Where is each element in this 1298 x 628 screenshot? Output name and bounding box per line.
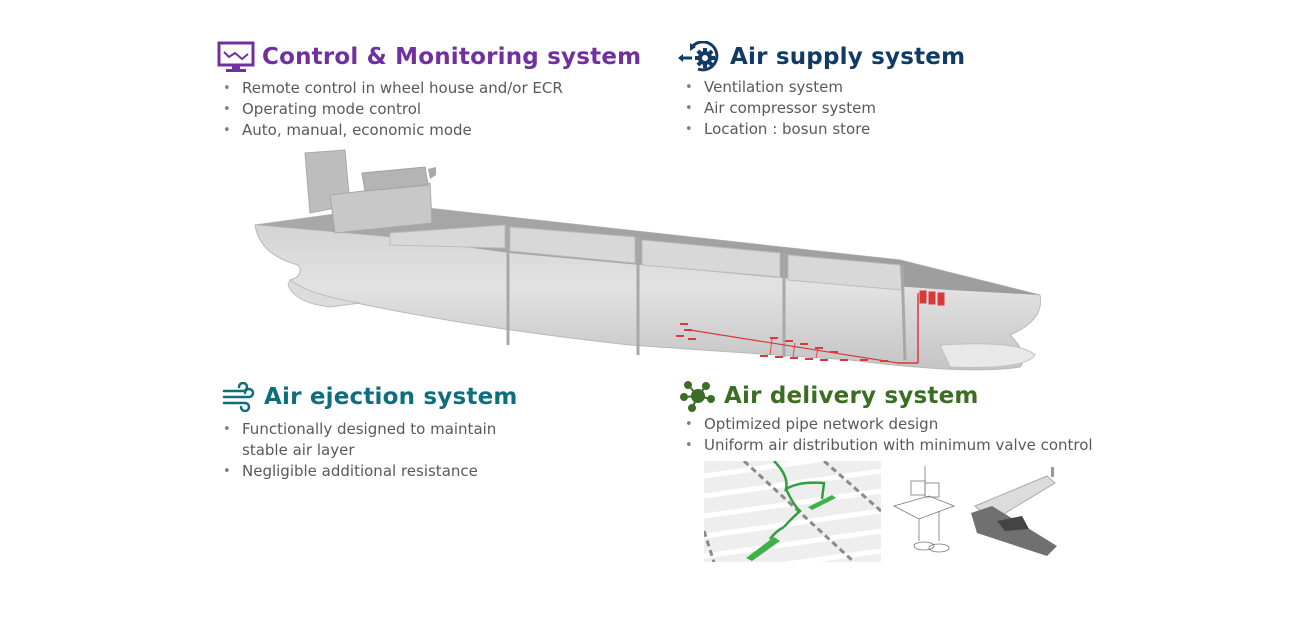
bullet-item: Negligible additional resistance (220, 461, 518, 482)
air-ejector-nozzle-render (967, 461, 1065, 566)
network-nodes-icon (678, 380, 718, 412)
bullet-item: Air compressor system (682, 98, 965, 119)
pipe-network-render (702, 448, 882, 574)
bullet-item: Location : bosun store (682, 119, 965, 140)
bullet-item: Uniform air distribution with minimum va… (682, 435, 1093, 456)
air-ejection-section: Air ejection system Functionally designe… (218, 380, 518, 482)
control-monitoring-title: Control & Monitoring system (262, 44, 642, 70)
bullet-item: Remote control in wheel house and/or ECR (220, 78, 641, 99)
supply-bullets: Ventilation system Air compressor system… (682, 77, 965, 140)
gear-cycle-icon (678, 41, 724, 73)
bullet-item: Functionally designed to maintain (220, 419, 518, 440)
ship-hull-illustration (250, 145, 1050, 384)
wind-icon (218, 381, 258, 413)
bullet-item: Ventilation system (682, 77, 965, 98)
control-monitoring-section: Control & Monitoring system Remote contr… (216, 40, 641, 141)
ejection-bullets: Functionally designed to maintain stable… (220, 419, 518, 482)
air-delivery-title: Air delivery system (724, 383, 979, 409)
air-supply-title: Air supply system (730, 44, 966, 70)
bullet-item: Operating mode control (220, 99, 641, 120)
delivery-bullets: Optimized pipe network design Uniform ai… (682, 414, 1093, 456)
control-bullets: Remote control in wheel house and/or ECR… (220, 78, 641, 141)
bullet-item: Auto, manual, economic mode (220, 120, 641, 141)
monitor-chart-icon (216, 41, 256, 73)
air-supply-section: Air supply system Ventilation system Air… (678, 40, 965, 140)
bullet-continuation: stable air layer (242, 441, 355, 459)
air-ejection-title: Air ejection system (264, 384, 518, 410)
bullet-item: Optimized pipe network design (682, 414, 1093, 435)
air-delivery-section: Air delivery system Optimized pipe netwo… (678, 379, 1093, 456)
ejector-technical-drawing (889, 461, 959, 566)
air-delivery-illustrations (702, 448, 1065, 574)
